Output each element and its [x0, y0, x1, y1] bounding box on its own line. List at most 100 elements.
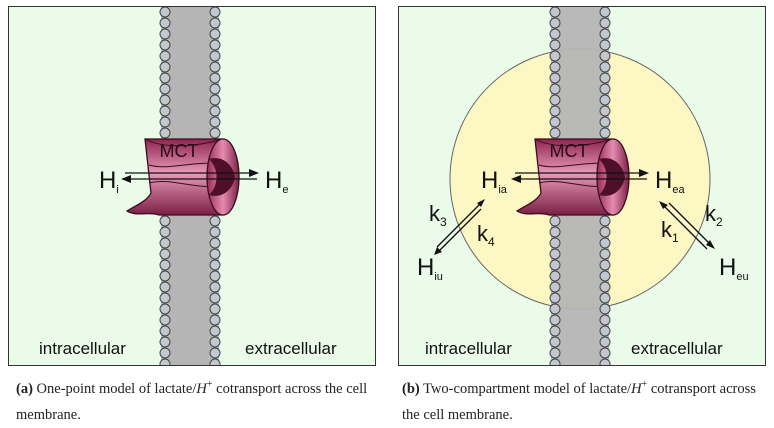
lipid-head	[550, 293, 560, 303]
lipid-head	[160, 7, 170, 17]
lipid-head	[210, 271, 220, 281]
lipid-head	[210, 128, 220, 138]
lipid-head	[160, 249, 170, 259]
lipid-head	[210, 117, 220, 127]
lipid-head	[550, 326, 560, 336]
lipid-head	[600, 326, 610, 336]
lipid-head	[160, 271, 170, 281]
lipid-head	[160, 51, 170, 61]
lipid-head	[550, 51, 560, 61]
lipid-head	[160, 304, 170, 314]
lipid-head	[550, 227, 560, 237]
lipid-head	[550, 7, 560, 17]
lipid-head	[210, 29, 220, 39]
lipid-head	[600, 106, 610, 116]
lipid-head	[550, 106, 560, 116]
lipid-head	[210, 337, 220, 347]
k3-label: k3	[429, 201, 447, 229]
lipid-head	[550, 62, 560, 72]
lipid-head	[550, 337, 560, 347]
lipid-head	[160, 227, 170, 237]
lipid-head	[210, 315, 220, 325]
mct-label: MCT	[160, 141, 199, 161]
lipid-head	[210, 62, 220, 72]
heu-label: Heu	[719, 254, 749, 283]
lipid-head	[210, 359, 220, 366]
lipid-head	[600, 227, 610, 237]
lipid-head	[160, 216, 170, 226]
caption-tag: (a)	[16, 381, 33, 397]
lipid-head	[600, 348, 610, 358]
lipid-head	[550, 282, 560, 292]
lipid-head	[210, 304, 220, 314]
lipid-head	[600, 249, 610, 259]
lipid-head	[210, 95, 220, 105]
lipid-head	[600, 40, 610, 50]
lipid-head	[550, 84, 560, 94]
lipid-head	[550, 216, 560, 226]
one-point-diagram: MCT Hi He intracellular extracellular	[9, 7, 376, 366]
lipid-head	[160, 359, 170, 366]
lipid-head	[160, 95, 170, 105]
lipid-head	[600, 238, 610, 248]
lipid-head	[600, 84, 610, 94]
lipid-head	[600, 282, 610, 292]
lipid-head	[210, 249, 220, 259]
lipid-head	[600, 29, 610, 39]
lipid-head	[210, 106, 220, 116]
lipid-head	[160, 84, 170, 94]
lipid-head	[550, 40, 560, 50]
lipid-head	[160, 128, 170, 138]
k2-label: k2	[705, 201, 723, 229]
lipid-head	[210, 260, 220, 270]
lipid-head	[600, 260, 610, 270]
lipid-head	[550, 260, 560, 270]
lipid-head	[160, 62, 170, 72]
hiu-label: Hiu	[417, 254, 443, 283]
lipid-head	[550, 348, 560, 358]
mct-transporter: MCT	[127, 139, 239, 215]
lipid-head	[550, 249, 560, 259]
lipid-head	[210, 51, 220, 61]
lipid-head	[160, 40, 170, 50]
lipid-head	[160, 326, 170, 336]
lipid-head	[160, 337, 170, 347]
lipid-head	[160, 73, 170, 83]
lipid-head	[210, 216, 220, 226]
lipid-head	[160, 117, 170, 127]
intracellular-label: intracellular	[425, 339, 512, 358]
extracellular-label: extracellular	[631, 339, 723, 358]
lipid-head	[550, 95, 560, 105]
lipid-head	[160, 315, 170, 325]
lipid-head	[160, 106, 170, 116]
lipid-head	[600, 51, 610, 61]
lipid-head	[550, 29, 560, 39]
lipid-head	[160, 348, 170, 358]
lipid-head	[210, 7, 220, 17]
lipid-head	[600, 117, 610, 127]
lipid-head	[160, 260, 170, 270]
lipid-head	[600, 73, 610, 83]
lipid-head	[550, 359, 560, 366]
lipid-head	[600, 271, 610, 281]
lipid-head	[550, 128, 560, 138]
intracellular-label: intracellular	[39, 339, 126, 358]
caption-h: H	[196, 381, 206, 397]
lipid-head	[210, 238, 220, 248]
lipid-head	[210, 84, 220, 94]
lipid-head	[210, 73, 220, 83]
lipid-head	[160, 18, 170, 28]
lipid-head	[600, 128, 610, 138]
lipid-head	[600, 337, 610, 347]
caption-tag: (b)	[402, 381, 420, 397]
extracellular-label: extracellular	[245, 339, 337, 358]
lipid-head	[210, 293, 220, 303]
lipid-head	[210, 18, 220, 28]
lipid-head	[160, 282, 170, 292]
lipid-head	[550, 73, 560, 83]
lipid-head	[210, 348, 220, 358]
hi-label: Hi	[99, 167, 119, 196]
lipid-head	[600, 216, 610, 226]
lipid-head	[600, 304, 610, 314]
lipid-head	[600, 95, 610, 105]
